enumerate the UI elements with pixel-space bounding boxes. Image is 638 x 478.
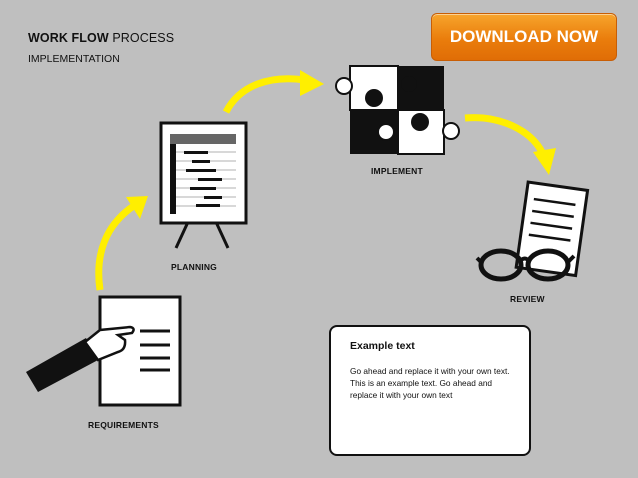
example-text-box [329, 325, 531, 456]
implement-label: IMPLEMENT [371, 166, 423, 176]
arrow-requirements-to-planning [95, 196, 148, 291]
download-now-button[interactable]: DOWNLOAD NOW [431, 13, 617, 61]
review-label: REVIEW [510, 294, 545, 304]
requirements-label: REQUIREMENTS [88, 420, 159, 430]
planning-label: PLANNING [171, 262, 217, 272]
implement-puzzle-icon [335, 65, 460, 155]
arrow-implement-to-review [464, 114, 556, 175]
page-subtitle: IMPLEMENTATION [28, 53, 120, 65]
pointing-hand-icon [26, 325, 135, 392]
text-box-title: Example text [350, 340, 415, 352]
glasses-icon [475, 248, 576, 282]
arrow-planning-to-implement [222, 70, 324, 114]
page-title: WORK FLOW PROCESS [28, 31, 175, 45]
planning-easel-icon [159, 121, 248, 249]
text-box-body: Go ahead and replace it with your own te… [350, 366, 510, 400]
